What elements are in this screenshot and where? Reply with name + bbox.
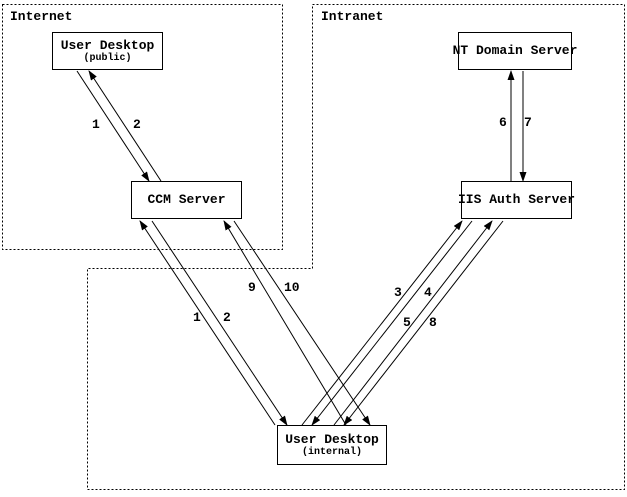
arrow-step5-internal-to-iis bbox=[333, 220, 493, 426]
step-label-8: 8 bbox=[429, 315, 437, 330]
arrow-step2-ccm-to-internal bbox=[151, 220, 288, 426]
step-label-2-public: 2 bbox=[133, 117, 141, 132]
step-label-7: 7 bbox=[524, 115, 532, 130]
step-label-6: 6 bbox=[499, 115, 507, 130]
node-title: User Desktop bbox=[60, 37, 155, 53]
node-title: User Desktop bbox=[285, 431, 379, 447]
node-subtitle: (public) bbox=[83, 52, 132, 64]
step-label-10: 10 bbox=[284, 280, 300, 295]
node-subtitle: (internal) bbox=[301, 446, 362, 458]
step-label-1-public: 1 bbox=[92, 117, 100, 132]
intranet-zone-label: Intranet bbox=[321, 9, 384, 24]
arrow-step9-internal-to-ccm bbox=[223, 220, 347, 426]
internet-zone-border bbox=[2, 4, 283, 250]
step-label-3: 3 bbox=[394, 285, 402, 300]
step-label-1-internal: 1 bbox=[193, 310, 201, 325]
arrow-step2-ccm-to-public bbox=[88, 70, 162, 182]
arrow-step1-internal-to-ccm bbox=[139, 220, 276, 426]
arrow-step1-public-to-ccm bbox=[76, 70, 150, 182]
step-label-4: 4 bbox=[424, 285, 432, 300]
arrow-step3-internal-to-iis bbox=[301, 220, 463, 426]
arrow-step4-iis-to-internal bbox=[311, 220, 473, 426]
node-nt-domain-server: NT Domain Server bbox=[453, 32, 577, 70]
node-ccm-server: CCM Server bbox=[131, 181, 242, 219]
node-user-desktop-internal: User Desktop (internal) bbox=[277, 425, 387, 465]
node-title: CCM Server bbox=[147, 192, 226, 207]
step-label-2-internal: 2 bbox=[223, 310, 231, 325]
node-title: IIS Auth Server bbox=[457, 192, 576, 207]
internet-zone-label: Internet bbox=[10, 9, 73, 24]
intranet-zone-border bbox=[87, 4, 625, 490]
step-label-5: 5 bbox=[403, 315, 411, 330]
node-iis-auth-server: IIS Auth Server bbox=[457, 181, 576, 219]
step-label-9: 9 bbox=[248, 280, 256, 295]
arrow-step8-iis-to-internal bbox=[343, 220, 504, 426]
node-title: NT Domain Server bbox=[452, 43, 578, 58]
arrow-step10-ccm-to-internal bbox=[233, 220, 371, 426]
node-user-desktop-public: User Desktop (public) bbox=[52, 32, 163, 70]
